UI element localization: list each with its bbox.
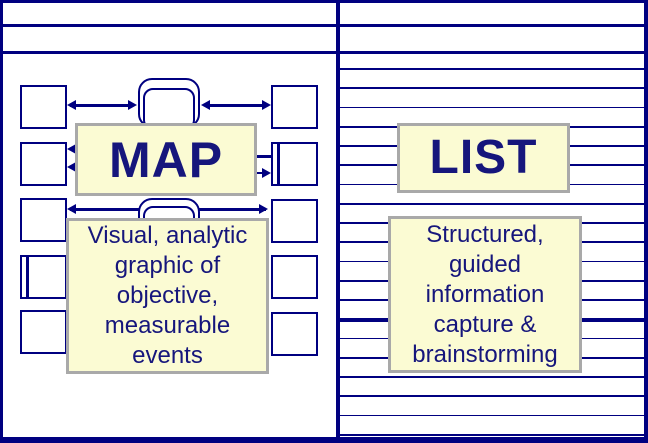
ruled-line: [339, 68, 644, 70]
arrowhead-icon: [128, 100, 137, 110]
list-title: LIST: [429, 131, 538, 184]
ruled-line: [339, 395, 644, 398]
panel-divider: [336, 0, 340, 443]
map-node-box: [20, 310, 67, 354]
map-label-box: MAP: [75, 123, 257, 196]
ruled-line: [339, 433, 644, 436]
map-node-box: [20, 198, 67, 242]
ruled-line: [339, 376, 644, 378]
ruled-line: [339, 202, 644, 205]
map-node-box: [271, 312, 318, 356]
header-band-line-2: [0, 51, 648, 54]
arrowhead-icon: [259, 203, 268, 214]
map-node-box-inner-line: [26, 257, 29, 297]
map-node-box: [20, 85, 67, 129]
arrow-stub: [257, 155, 271, 158]
map-node-box: [271, 255, 318, 299]
map-node-box: [20, 142, 67, 186]
double-arrow-right-shaft: [205, 104, 265, 107]
arrowhead-icon: [67, 203, 76, 214]
arrowhead-icon: [201, 100, 210, 110]
map-panel: MAP Visual, analytic graphic of objectiv…: [20, 78, 318, 374]
map-node-box: [271, 85, 318, 129]
map-description-box: Visual, analytic graphic of objective, m…: [66, 218, 269, 374]
frame-border-left: [0, 0, 3, 443]
arrowhead-icon: [67, 162, 76, 172]
list-description-text: Structured, guided information capture &…: [412, 220, 558, 368]
list-label-box: LIST: [397, 123, 570, 193]
arrowhead-icon: [67, 144, 76, 154]
double-arrow-left-shaft: [70, 104, 130, 107]
frame-border-top: [0, 0, 648, 3]
arrow-stub: [257, 171, 265, 175]
map-title: MAP: [108, 131, 224, 188]
ruled-line: [339, 87, 644, 90]
frame-border-bottom: [0, 437, 648, 443]
map-node-box-inner-line: [277, 144, 280, 184]
map-node-box: [20, 255, 67, 299]
map-description-text: Visual, analytic graphic of objective, m…: [87, 222, 248, 369]
frame-border-right: [644, 0, 648, 443]
arrowhead-icon: [262, 167, 271, 178]
map-node-box: [271, 142, 318, 186]
ruled-line: [339, 106, 644, 109]
list-description-box: Structured, guided information capture &…: [388, 216, 582, 373]
arrowhead-icon: [262, 100, 271, 110]
ruled-line: [339, 414, 644, 417]
header-band-line-1: [0, 24, 648, 27]
map-node-box: [271, 199, 318, 243]
arrowhead-icon: [67, 100, 76, 110]
